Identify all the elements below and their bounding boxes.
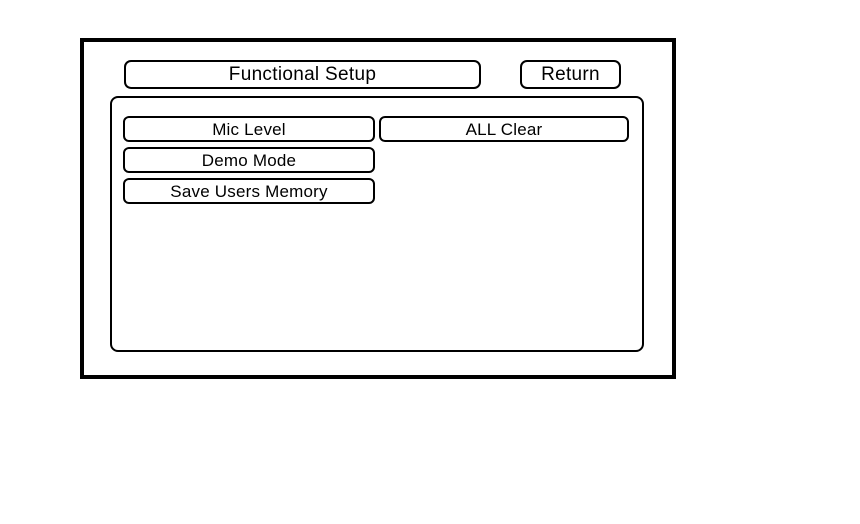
content-panel: Mic Level Demo Mode Save Users Memory AL… [110,96,644,352]
return-button-label: Return [541,64,600,85]
page-title-label: Functional Setup [228,64,377,85]
menu-columns: Mic Level Demo Mode Save Users Memory AL… [112,98,642,350]
menu-item-all-clear[interactable]: ALL Clear [379,116,629,142]
menu-item-label: Mic Level [212,119,286,139]
menu-column-right: ALL Clear [379,116,629,147]
functional-setup-screen: Functional Setup Return Mic Level Demo M… [80,38,676,379]
menu-item-label: Save Users Memory [170,181,328,201]
screen-header: Functional Setup Return [84,42,672,100]
return-button[interactable]: Return [520,60,621,89]
menu-item-demo-mode[interactable]: Demo Mode [123,147,375,173]
menu-column-left: Mic Level Demo Mode Save Users Memory [123,116,375,209]
page-title: Functional Setup [124,60,481,89]
menu-item-save-users-memory[interactable]: Save Users Memory [123,178,375,204]
menu-item-label: ALL Clear [465,119,543,139]
menu-item-mic-level[interactable]: Mic Level [123,116,375,142]
menu-item-label: Demo Mode [201,150,297,170]
